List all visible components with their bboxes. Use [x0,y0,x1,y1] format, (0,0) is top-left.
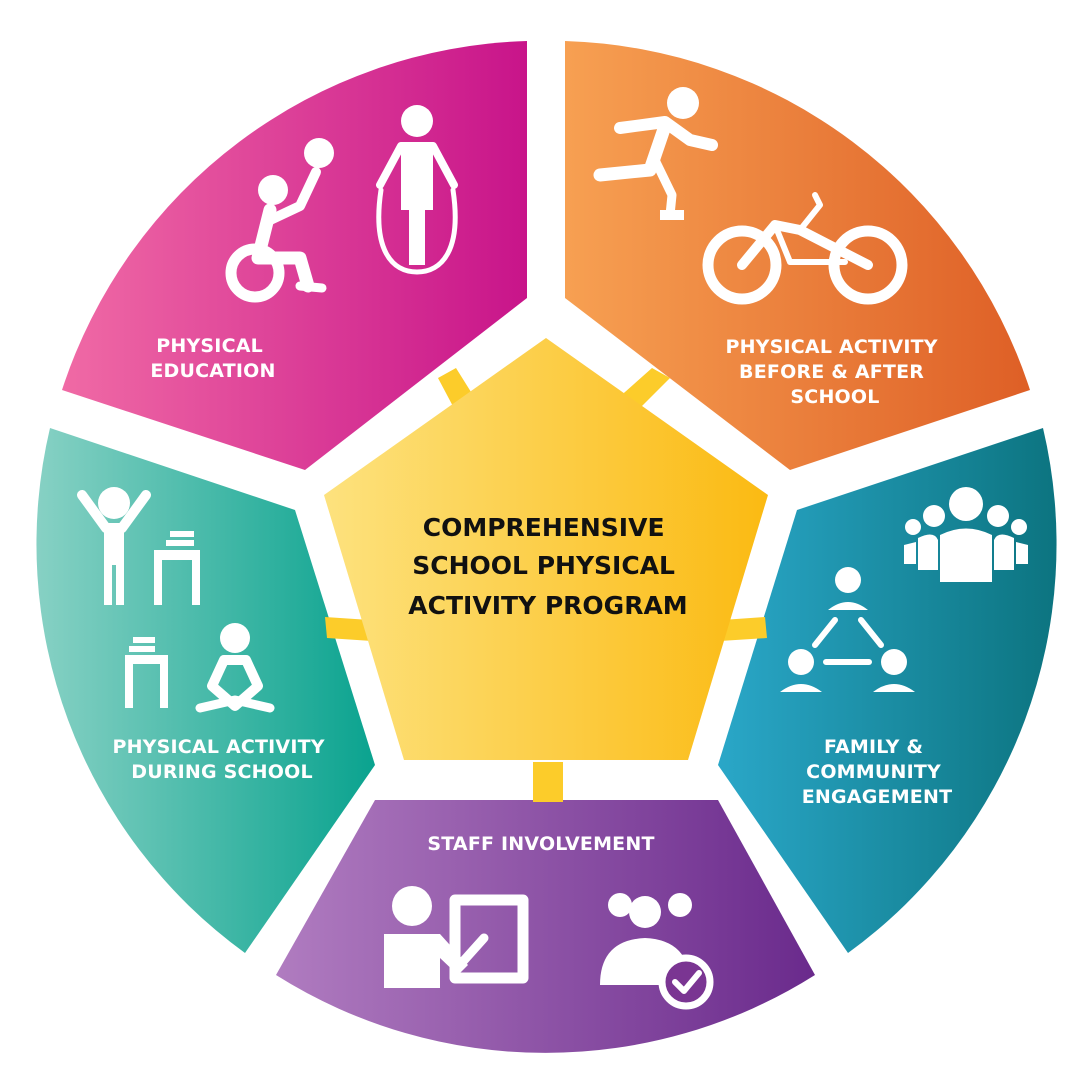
label-family-community: FAMILY & COMMUNITY ENGAGEMENT [802,736,953,808]
center-title: COMPREHENSIVE SCHOOL PHYSICAL ACTIVITY P… [408,513,687,620]
jump-rope-icon [376,105,458,275]
runner-prosthetic-icon [593,87,718,220]
network-icon [780,567,915,692]
label-during-school: PHYSICAL ACTIVITY DURING SCHOOL [112,736,331,783]
label-staff-involvement: STAFF INVOLVEMENT [427,833,654,855]
label-physical-education: PHYSICAL EDUCATION [150,335,275,382]
cheer-desk-icon [77,487,200,605]
wheelchair-ball-icon [225,138,334,303]
team-check-icon [600,893,714,1010]
presenter-board-icon [384,886,529,988]
center-pentagon [324,338,768,760]
desk-yoga-icon [125,623,275,713]
group-icon [904,487,1028,582]
label-before-after-school: PHYSICAL ACTIVITY BEFORE & AFTER SCHOOL [725,336,944,408]
recumbent-bike-icon [702,192,908,305]
segment-before-after-school [565,41,1030,470]
